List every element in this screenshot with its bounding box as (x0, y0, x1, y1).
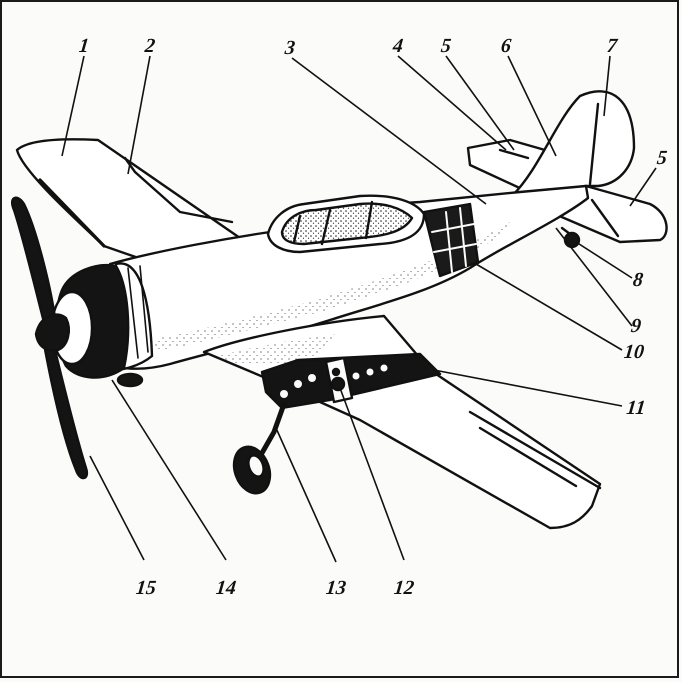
callout-8: 8 (631, 269, 645, 291)
vertical-fin (510, 90, 636, 198)
rudder-line (588, 102, 600, 186)
callout-4: 4 (391, 35, 405, 57)
callout-14: 14 (214, 577, 238, 599)
tail-wheel (563, 231, 581, 249)
callout-2: 2 (143, 35, 157, 57)
gear-bay (260, 352, 442, 410)
callout-11: 11 (625, 397, 647, 419)
near-wing-aileron (468, 410, 602, 490)
callout-12: 12 (392, 577, 416, 599)
callout-5-top: 5 (439, 35, 453, 57)
callout-1: 1 (77, 35, 91, 57)
callout-5-right: 5 (655, 147, 669, 169)
callout-13: 13 (324, 577, 348, 599)
callout-10: 10 (622, 341, 646, 363)
callout-15: 15 (134, 577, 158, 599)
wing-root-stipple (215, 334, 340, 365)
callout-3: 3 (283, 37, 297, 59)
propeller-lower-blade (42, 336, 89, 480)
fuselage-stipple (150, 222, 510, 352)
canopy-glass (280, 202, 414, 246)
callout-9: 9 (629, 315, 643, 337)
propeller-upper-blade (10, 196, 58, 332)
callout-7: 7 (605, 35, 619, 57)
gear-leg (255, 401, 287, 463)
nose-gear-cover (116, 372, 144, 388)
spinner (34, 313, 70, 352)
leader-lines (61, 55, 657, 563)
callout-6: 6 (499, 35, 513, 57)
far-elevator (498, 148, 530, 160)
near-elevator (590, 198, 620, 238)
